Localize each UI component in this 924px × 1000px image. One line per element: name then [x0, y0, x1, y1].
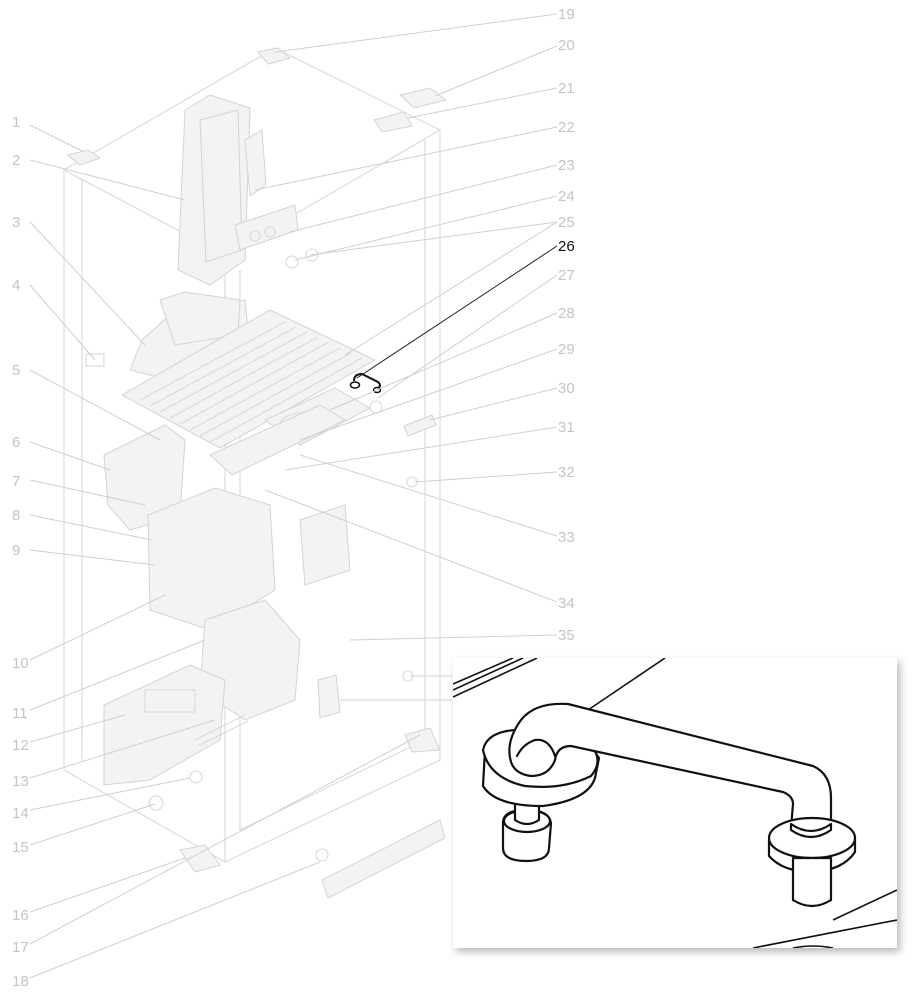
callout-32[interactable]: 32: [558, 464, 575, 481]
handle-part-small[interactable]: [349, 372, 382, 394]
callout-5[interactable]: 5: [12, 362, 20, 379]
callout-26[interactable]: 26: [558, 238, 575, 255]
callout-29[interactable]: 29: [558, 341, 575, 358]
callout-19[interactable]: 19: [558, 6, 575, 23]
callout-9[interactable]: 9: [12, 542, 20, 559]
callout-7[interactable]: 7: [12, 473, 20, 490]
callout-2[interactable]: 2: [12, 152, 20, 169]
callout-labels-right: 19 20 21 22 23 24 25 26 27 28 29 30 31 3…: [558, 6, 575, 644]
callout-11[interactable]: 11: [12, 705, 28, 722]
callout-24[interactable]: 24: [558, 188, 575, 205]
callout-30[interactable]: 30: [558, 380, 575, 397]
callout-14[interactable]: 14: [12, 805, 29, 822]
callout-17[interactable]: 17: [12, 939, 29, 956]
callout-8[interactable]: 8: [12, 507, 20, 524]
callout-6[interactable]: 6: [12, 434, 20, 451]
callout-labels-left: 1 2 3 4 5 6 7 8 9 10 11 12 13 14 15 16 1…: [12, 114, 29, 990]
callout-20[interactable]: 20: [558, 37, 575, 54]
leader-lines: [29, 13, 558, 979]
callout-13[interactable]: 13: [12, 773, 29, 790]
handle-part-icon[interactable]: [481, 702, 857, 908]
inset-context-lines: [453, 658, 897, 948]
callout-35[interactable]: 35: [558, 627, 575, 644]
callout-1[interactable]: 1: [12, 114, 20, 131]
callout-18[interactable]: 18: [12, 973, 29, 990]
callout-28[interactable]: 28: [558, 305, 575, 322]
callout-22[interactable]: 22: [558, 119, 575, 136]
callout-3[interactable]: 3: [12, 214, 20, 231]
callout-34[interactable]: 34: [558, 595, 575, 612]
callout-31[interactable]: 31: [558, 419, 575, 436]
callout-10[interactable]: 10: [12, 655, 29, 672]
callout-25[interactable]: 25: [558, 214, 575, 231]
callout-23[interactable]: 23: [558, 157, 575, 174]
shelf-parts: [120, 309, 377, 476]
callout-21[interactable]: 21: [558, 80, 575, 97]
upper-duct-parts: [129, 94, 299, 386]
callout-16[interactable]: 16: [12, 907, 29, 924]
callout-15[interactable]: 15: [12, 839, 29, 856]
small-hardware: [66, 47, 448, 862]
callout-27[interactable]: 27: [558, 267, 575, 284]
callout-12[interactable]: 12: [12, 737, 29, 754]
lower-duct-parts: [103, 424, 446, 899]
callout-4[interactable]: 4: [12, 277, 20, 294]
detail-inset: [453, 658, 897, 948]
callout-33[interactable]: 33: [558, 529, 575, 546]
inset-leader: [587, 658, 666, 711]
